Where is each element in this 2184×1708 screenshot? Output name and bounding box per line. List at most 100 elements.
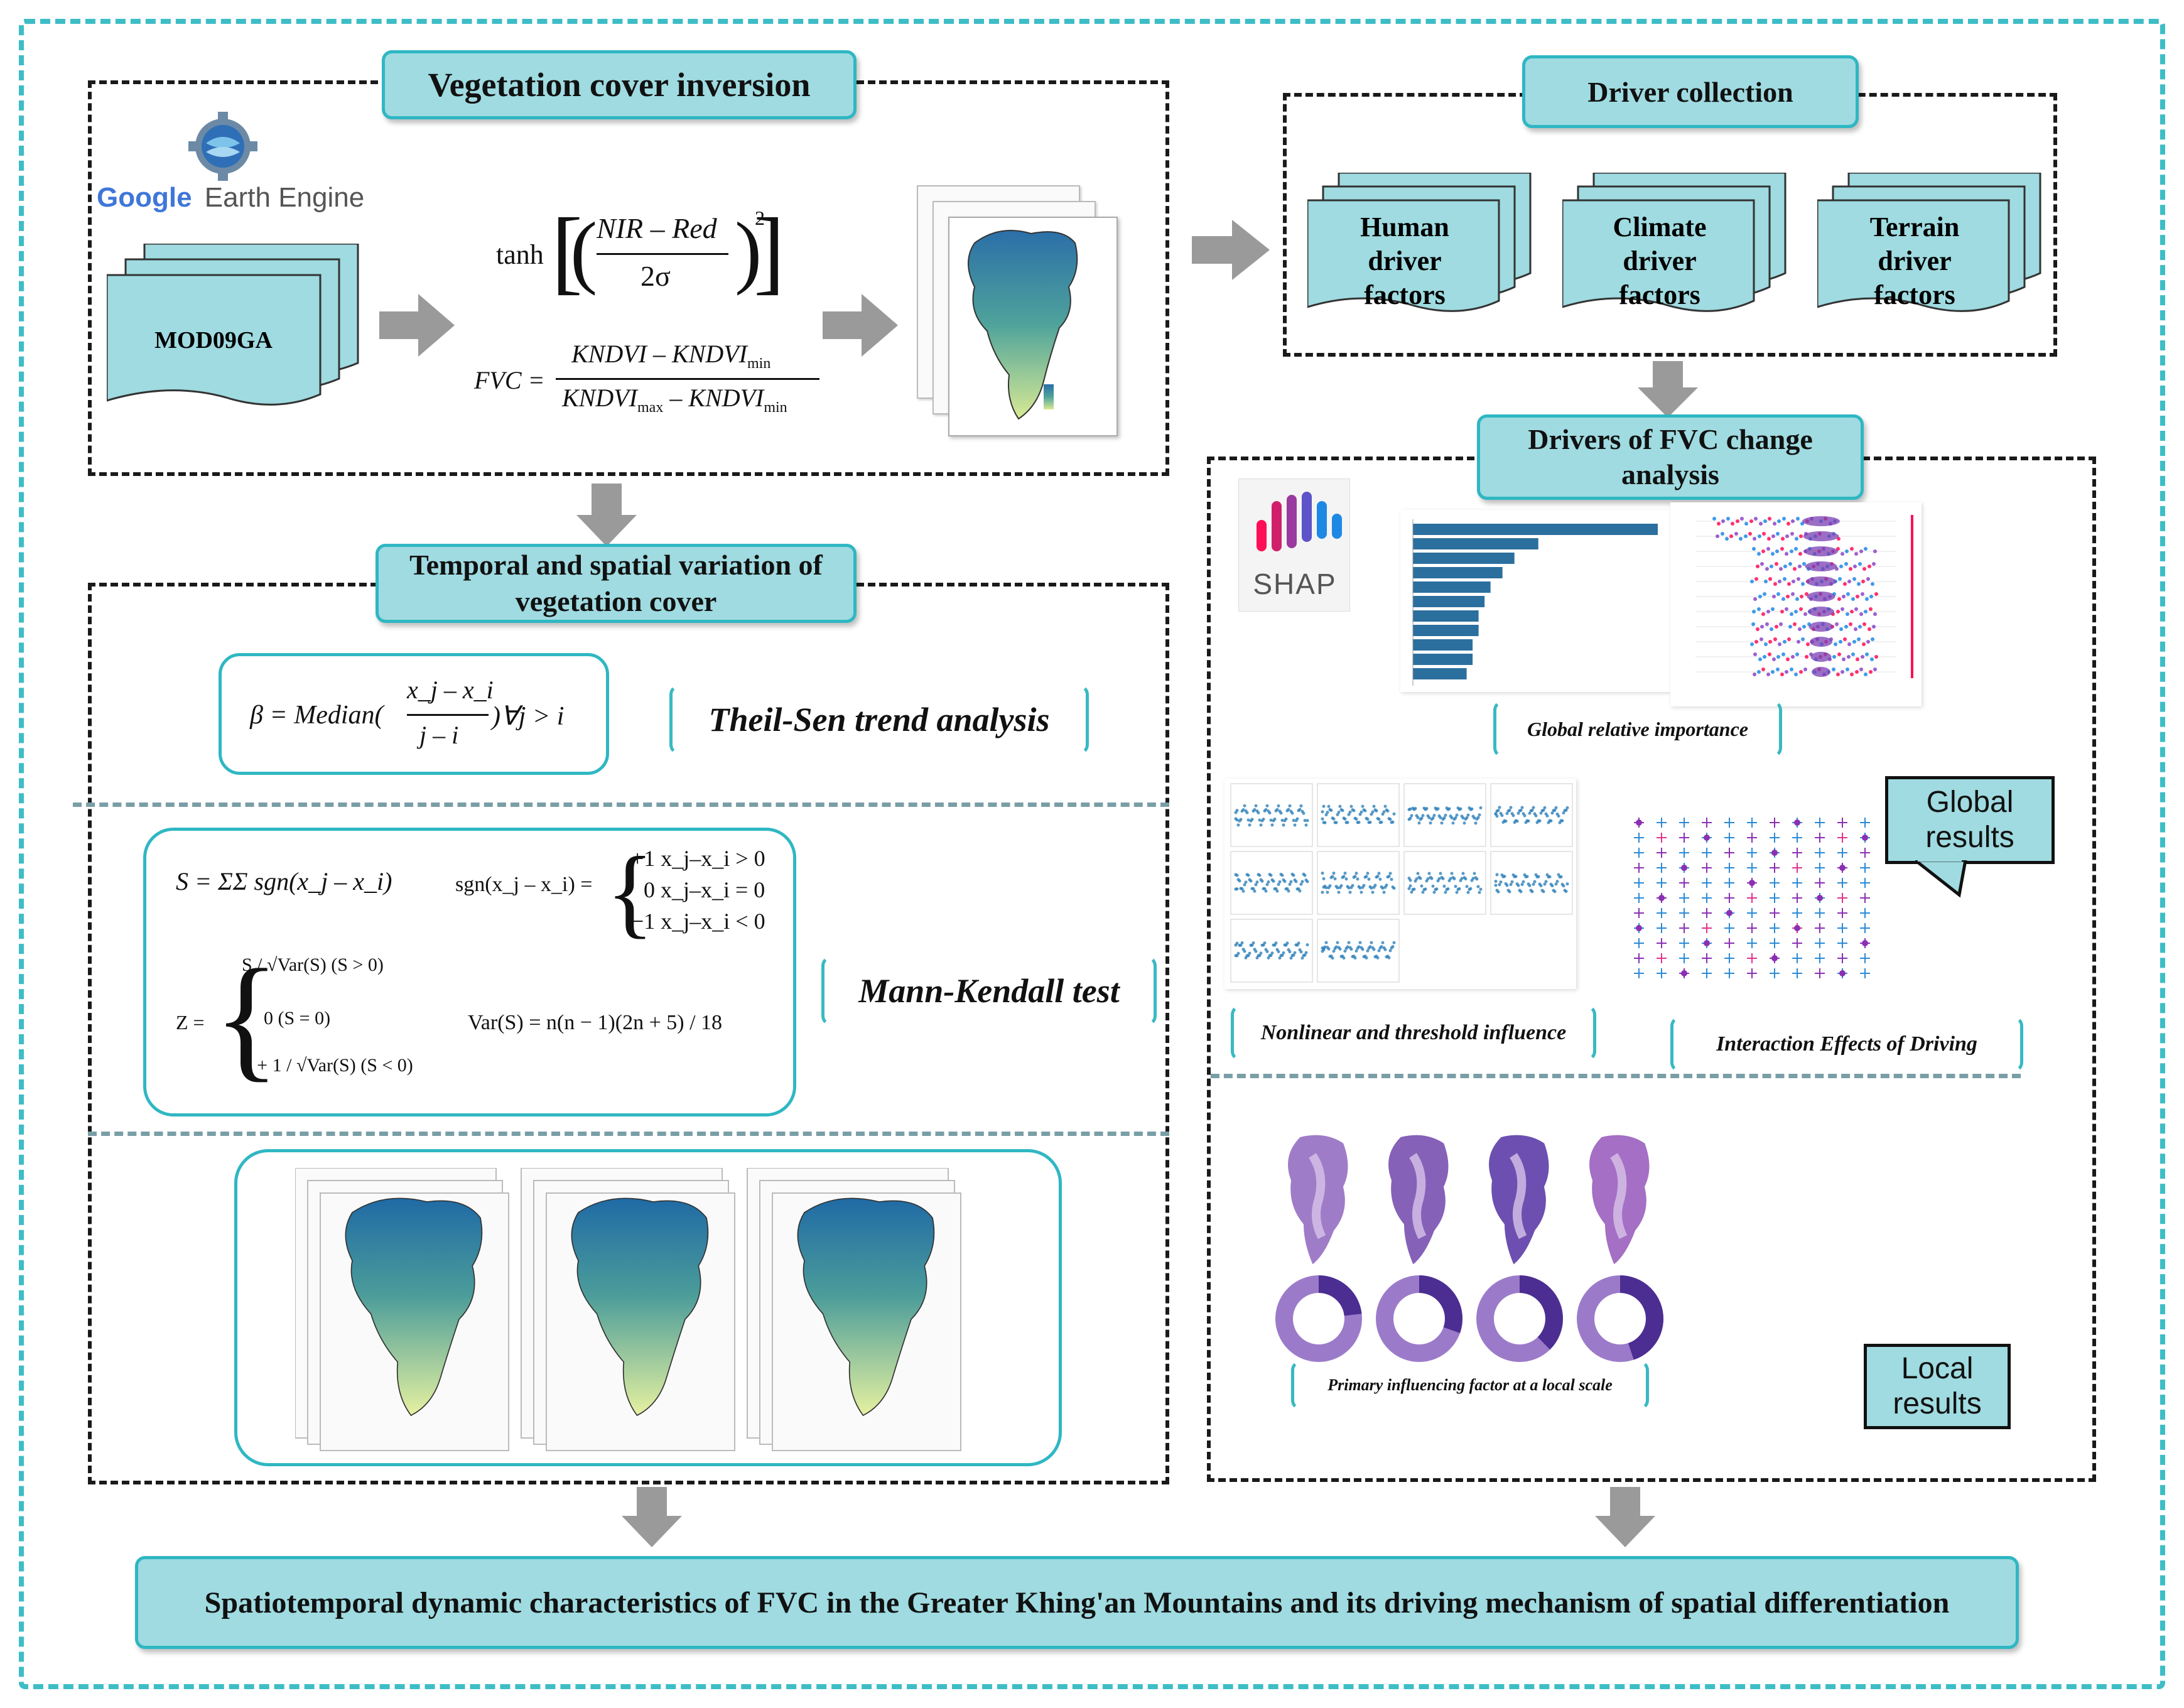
dependence-point — [1537, 875, 1540, 878]
swarm-density — [1807, 592, 1835, 602]
dependence-point — [1278, 880, 1282, 884]
dependence-point — [1533, 880, 1537, 884]
dependence-point — [1270, 951, 1274, 955]
dependence-point — [1302, 811, 1306, 815]
dependence-point — [1343, 817, 1347, 821]
dependence-point — [1347, 886, 1351, 890]
dependence-point — [1457, 887, 1461, 890]
dependence-point — [1338, 804, 1342, 808]
dependence-point — [1545, 814, 1549, 818]
swarm-dot — [1866, 577, 1870, 581]
swarm-dot — [1854, 552, 1858, 556]
importance-bar-svg — [1412, 519, 1658, 686]
swarm-dot — [1839, 640, 1842, 644]
importance-bar — [1413, 625, 1479, 636]
swarm-dot — [1729, 534, 1733, 538]
swarm-dot — [1803, 668, 1807, 671]
dependence-point — [1446, 887, 1450, 891]
local-map-region — [1409, 1153, 1427, 1240]
dependence-point — [1494, 884, 1498, 887]
swarm-dot — [1800, 595, 1803, 598]
swarm-dot — [1783, 577, 1787, 581]
dependence-point — [1462, 821, 1466, 825]
driver-collection-header: Driver collection — [1522, 55, 1859, 128]
swarm-dot — [1760, 637, 1763, 641]
dependence-point — [1408, 816, 1412, 820]
swarm-dot — [1726, 517, 1730, 521]
dependence-point — [1385, 884, 1388, 887]
dependence-point — [1473, 872, 1476, 875]
climate-driver-doc: Climate driver factors — [1562, 173, 1788, 336]
swarm-dot — [1773, 637, 1777, 641]
dependence-point — [1372, 804, 1376, 808]
dependence-point — [1476, 885, 1480, 889]
shap-logo: SHAP — [1238, 478, 1350, 612]
dependence-point — [1278, 956, 1282, 960]
dependence-point — [1342, 956, 1346, 960]
fvc-numerator: KNDVI – KNDVImin — [571, 339, 770, 372]
dependence-point — [1528, 811, 1532, 815]
drivers-analysis-header: Drivers of FVC change analysis — [1477, 414, 1864, 500]
dependence-point — [1331, 875, 1334, 878]
dependence-panel — [1317, 851, 1400, 915]
arrow-down-drivers — [1638, 361, 1698, 418]
theil-denominator: j – i — [419, 721, 459, 749]
importance-bar — [1413, 668, 1467, 679]
dependence-point — [1564, 890, 1568, 894]
dependence-point — [1425, 807, 1429, 811]
dependence-point — [1427, 816, 1431, 819]
dependence-point — [1474, 821, 1478, 825]
swarm-density — [1808, 622, 1834, 632]
dependence-point — [1391, 944, 1395, 948]
terrain-driver-doc: Terrain driver factors — [1817, 173, 2043, 336]
dependence-point — [1337, 890, 1341, 894]
swarm-dot — [1873, 549, 1877, 553]
dependence-point — [1562, 884, 1565, 888]
dependence-panel — [1230, 783, 1313, 847]
swarm-dot — [1796, 517, 1800, 521]
dependence-point — [1565, 806, 1569, 809]
swarm-dot — [1753, 652, 1757, 656]
dependence-point — [1354, 817, 1358, 821]
swarm-dot — [1842, 595, 1846, 598]
swarm-dot — [1850, 610, 1854, 613]
dependence-point — [1354, 872, 1358, 875]
dependence-plots — [1224, 779, 1576, 989]
primary-factor-label: Primary influencing factor at a local sc… — [1327, 1376, 1613, 1394]
dependence-point — [1353, 875, 1357, 878]
dependence-point — [1260, 879, 1264, 883]
dependence-point — [1522, 880, 1525, 884]
swarm-dot — [1785, 534, 1789, 538]
swarm-dot — [1771, 534, 1775, 538]
earth-engine-wordmark: Earth Engine — [204, 182, 365, 213]
dependence-point — [1543, 806, 1547, 809]
swarm-dot — [1873, 612, 1877, 616]
swarm-dot — [1752, 547, 1756, 551]
swarm-dot — [1798, 552, 1802, 556]
dependence-point — [1519, 808, 1523, 812]
dependence-point — [1470, 807, 1474, 811]
dependence-point — [1553, 808, 1557, 812]
swarm-density — [1804, 546, 1838, 556]
gee-logo: Google Earth Engine — [94, 112, 364, 225]
swarm-dot — [1775, 549, 1779, 553]
interaction-blob — [1862, 835, 1868, 841]
swarm-dot — [1786, 595, 1790, 598]
dependence-panel — [1403, 851, 1486, 915]
dependence-point — [1559, 875, 1563, 878]
dependence-point — [1509, 883, 1513, 887]
dependence-point — [1504, 819, 1508, 823]
dependence-point — [1358, 941, 1362, 944]
dependence-point — [1274, 941, 1278, 945]
swarm-dot — [1768, 517, 1771, 521]
importance-bar — [1413, 553, 1515, 564]
swarm-dot — [1787, 582, 1791, 586]
swarm-dot — [1768, 577, 1772, 581]
swarm-dot — [1760, 625, 1764, 629]
arrow-right-1 — [379, 294, 455, 357]
interaction-blob — [1839, 865, 1846, 871]
swarm-dot — [1766, 610, 1770, 613]
dependence-point — [1361, 948, 1365, 951]
swarm-density — [1802, 516, 1840, 526]
dependence-point — [1550, 884, 1554, 888]
